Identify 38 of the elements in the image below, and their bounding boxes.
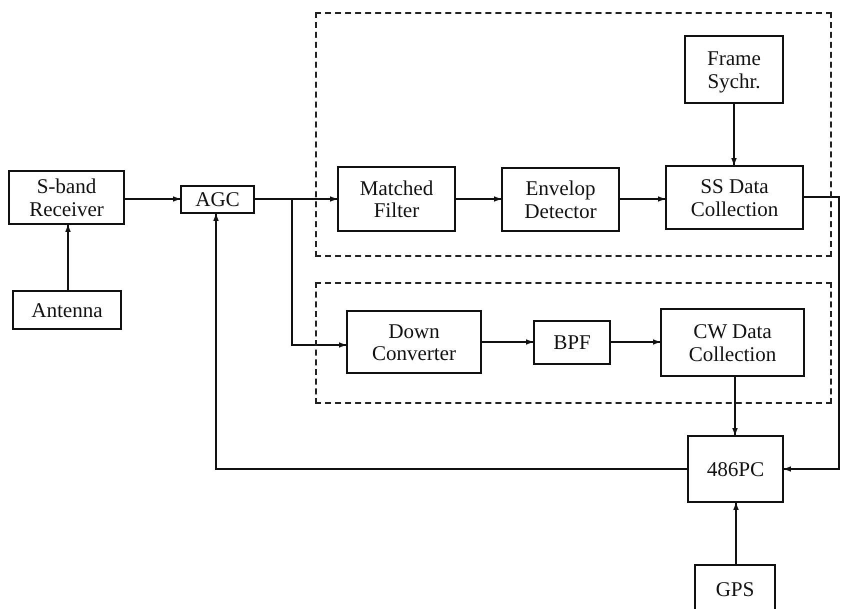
process-box — [533, 320, 611, 365]
process-box — [501, 167, 620, 232]
arrow — [255, 198, 346, 348]
arrow — [65, 225, 71, 290]
process-box — [665, 165, 804, 230]
process-box — [346, 310, 482, 374]
block-label: Antenna — [31, 298, 103, 322]
arrow — [456, 196, 501, 202]
process-box — [660, 308, 805, 377]
arrow — [125, 196, 180, 202]
arrow — [784, 196, 840, 472]
process-box — [687, 435, 784, 503]
process-box — [337, 166, 456, 232]
arrow — [732, 377, 738, 435]
process-box — [684, 35, 784, 104]
block-label: 486PC — [706, 458, 764, 480]
dashed-group-box — [315, 282, 832, 404]
process-box — [8, 170, 125, 225]
block-label: Envelop Detector — [523, 177, 598, 222]
arrow — [620, 196, 665, 202]
arrow — [733, 503, 739, 564]
dashed-group-box — [315, 12, 832, 257]
process-box — [694, 564, 776, 609]
arrow — [731, 104, 737, 165]
block-label: Down Converter — [371, 320, 457, 364]
block-label: S-band Receiver — [28, 175, 105, 220]
block-label: SS Data Collection — [690, 175, 780, 220]
block-label: Frame Sychr. — [706, 47, 762, 92]
block-label: CW Data Collection — [688, 320, 778, 365]
block-label: GPS — [716, 578, 754, 600]
process-box — [12, 290, 122, 330]
block-label: AGC — [195, 188, 240, 211]
block-label: Matched Filter — [358, 176, 434, 222]
process-box — [180, 185, 255, 214]
arrow — [213, 214, 687, 470]
block-label: BPF — [553, 331, 591, 354]
arrow — [482, 339, 533, 345]
arrow — [611, 339, 660, 345]
